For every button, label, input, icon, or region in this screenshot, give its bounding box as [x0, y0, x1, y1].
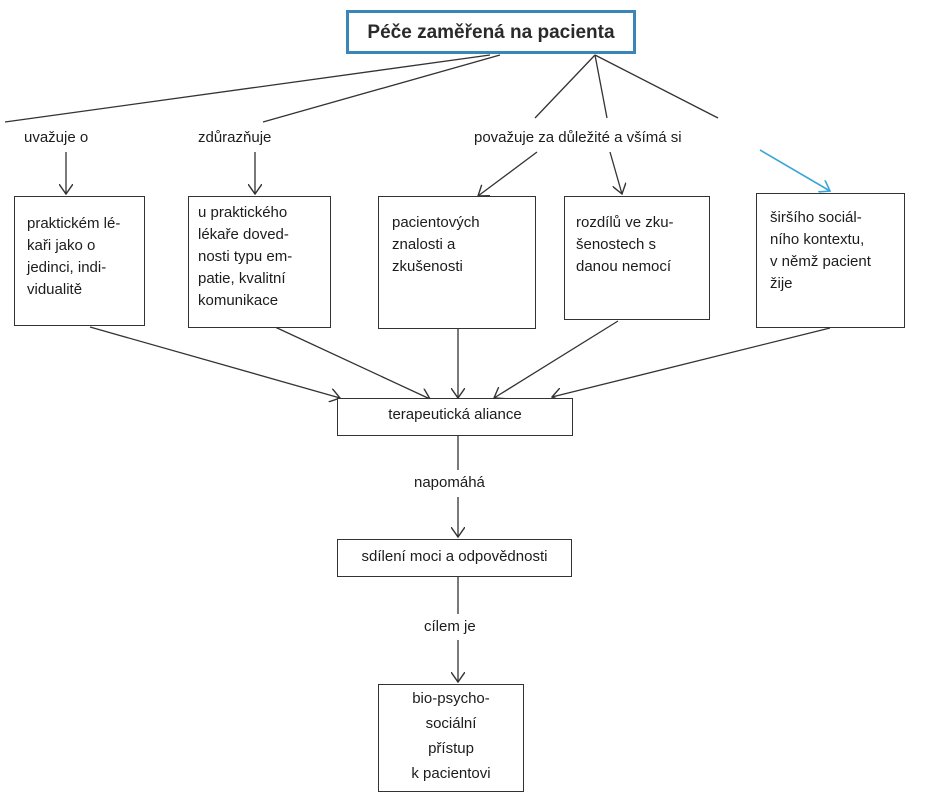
aspect-box-3: pacientových znalosti a zkušenosti — [378, 196, 536, 329]
aspect-box-1: praktickém lé- kaři jako o jedinci, indi… — [14, 196, 145, 326]
aspect-text-3: pacientových znalosti a zkušenosti — [392, 214, 480, 275]
aspect-box-2: u praktického lékaře doved- nosti typu e… — [188, 196, 331, 328]
aspect-box-5: širšího sociál- ního kontextu, v němž pa… — [756, 193, 905, 328]
aspect-text-1: praktickém lé- kaři jako o jedinci, indi… — [27, 215, 121, 298]
approach-box: bio-psycho- sociální přístup k pacientov… — [378, 684, 524, 792]
aspect-box-4: rozdílů ve zku- šenostech s danou nemocí — [564, 196, 710, 320]
line-title-to-considers — [4, 54, 491, 123]
aspect-text-2: u praktického lékaře doved- nosti typu e… — [198, 204, 293, 309]
relation-values: považuje za důležité a všímá si — [474, 129, 682, 146]
relation-considers: uvažuje o — [24, 129, 89, 146]
arrow-aspect-1-to-alliance — [89, 326, 340, 398]
relation-emphasizes: zdůrazňuje — [198, 129, 272, 146]
arrow-to-aspect-4 — [609, 151, 622, 194]
relation-facilitates: napomáhá — [414, 474, 485, 491]
aspect-text-4: rozdílů ve zku- šenostech s danou nemocí — [576, 214, 674, 275]
relation-goal: cílem je — [424, 618, 476, 635]
aspect-text-5: širšího sociál- ního kontextu, v němž pa… — [770, 209, 871, 292]
alliance-text: terapeutická aliance — [388, 406, 522, 423]
alliance-box: terapeutická aliance — [337, 398, 573, 436]
arrow-to-aspect-3 — [478, 151, 538, 196]
arrow-aspect-5-to-alliance — [552, 327, 831, 397]
approach-text: bio-psycho- sociální přístup k pacientov… — [411, 690, 491, 782]
title-box: Péče zaměřená na pacienta — [346, 10, 636, 54]
highlight-arrow-to-aspect-5 — [759, 149, 830, 191]
line-title-to-values-b — [594, 54, 608, 119]
sharing-box: sdílení moci a odpovědnosti — [337, 539, 572, 577]
diagram-title: Péče zaměřená na pacienta — [367, 22, 615, 43]
arrow-aspect-4-to-alliance — [494, 320, 619, 398]
arrow-aspect-2-to-alliance — [274, 326, 430, 399]
line-title-to-emphasizes — [262, 54, 501, 123]
line-title-to-values-c — [594, 54, 719, 119]
line-title-to-values-a — [534, 54, 596, 119]
sharing-text: sdílení moci a odpovědnosti — [361, 548, 548, 565]
